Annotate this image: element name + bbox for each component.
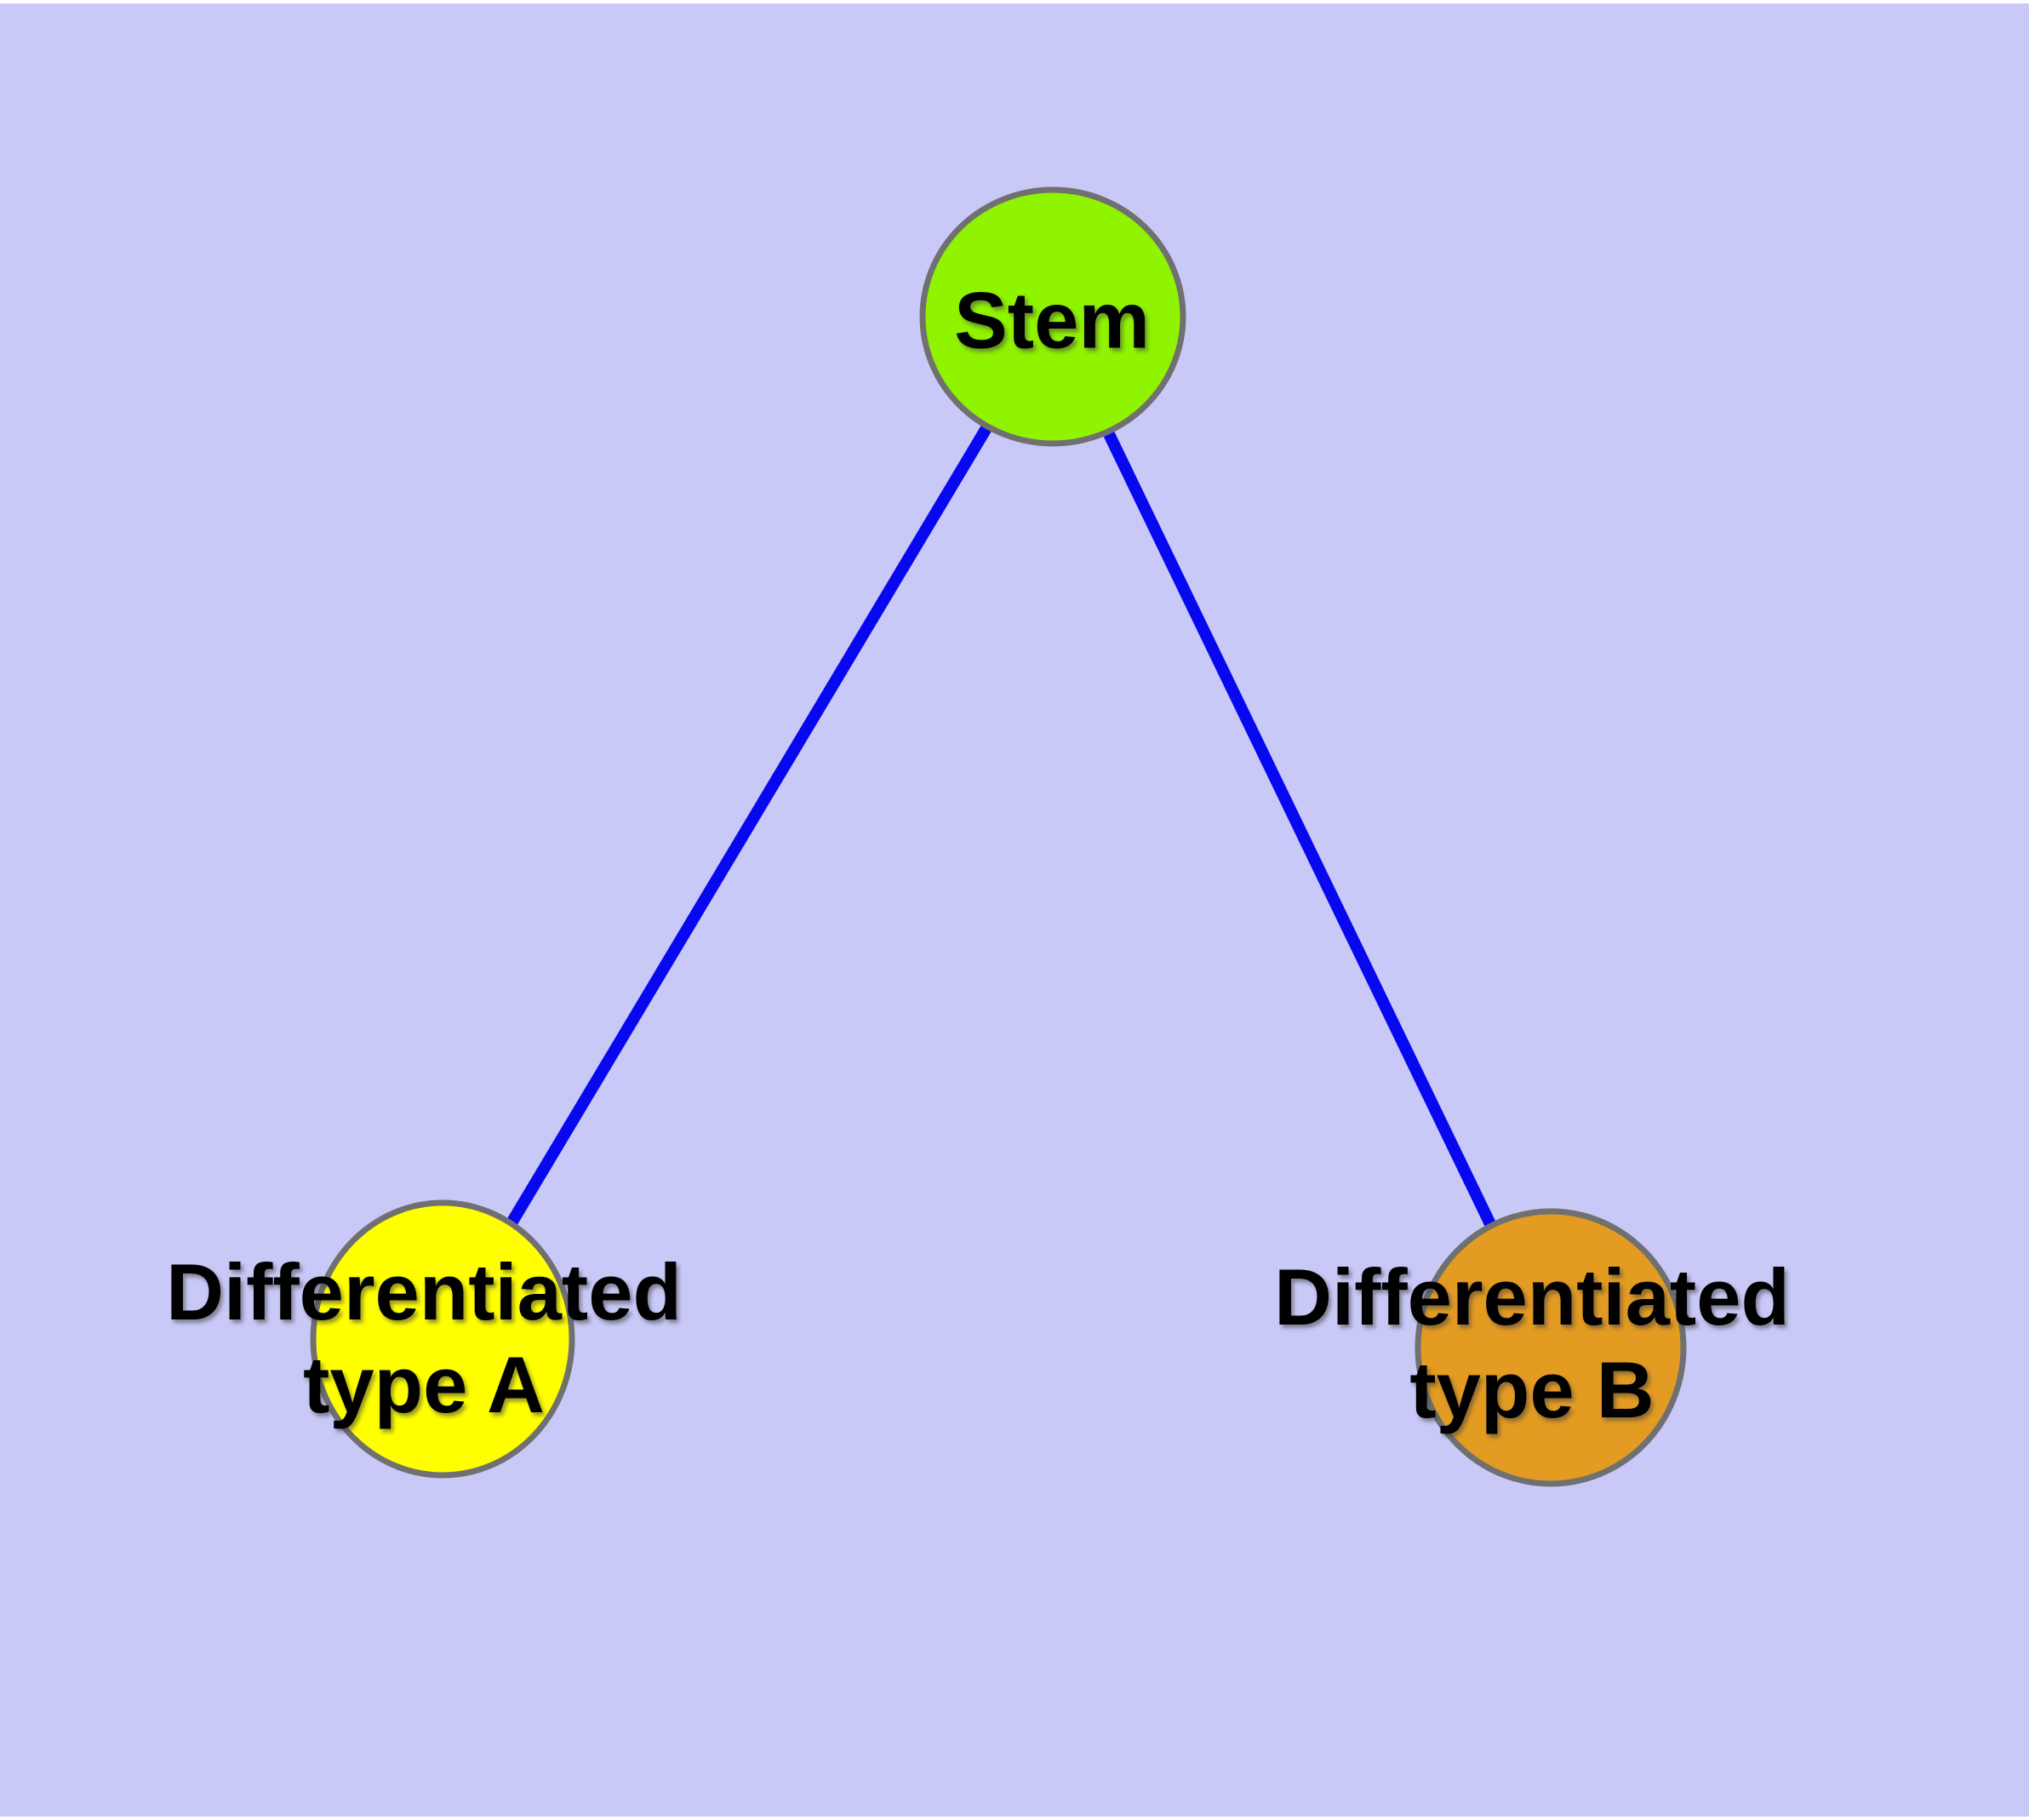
node-stem-circle xyxy=(919,186,1186,447)
node-type-a-circle xyxy=(310,1199,575,1479)
node-type-b-circle xyxy=(1415,1208,1687,1487)
edge-stem-to-type-b xyxy=(1103,431,1498,1231)
edge-stem-to-type-a xyxy=(504,425,992,1229)
